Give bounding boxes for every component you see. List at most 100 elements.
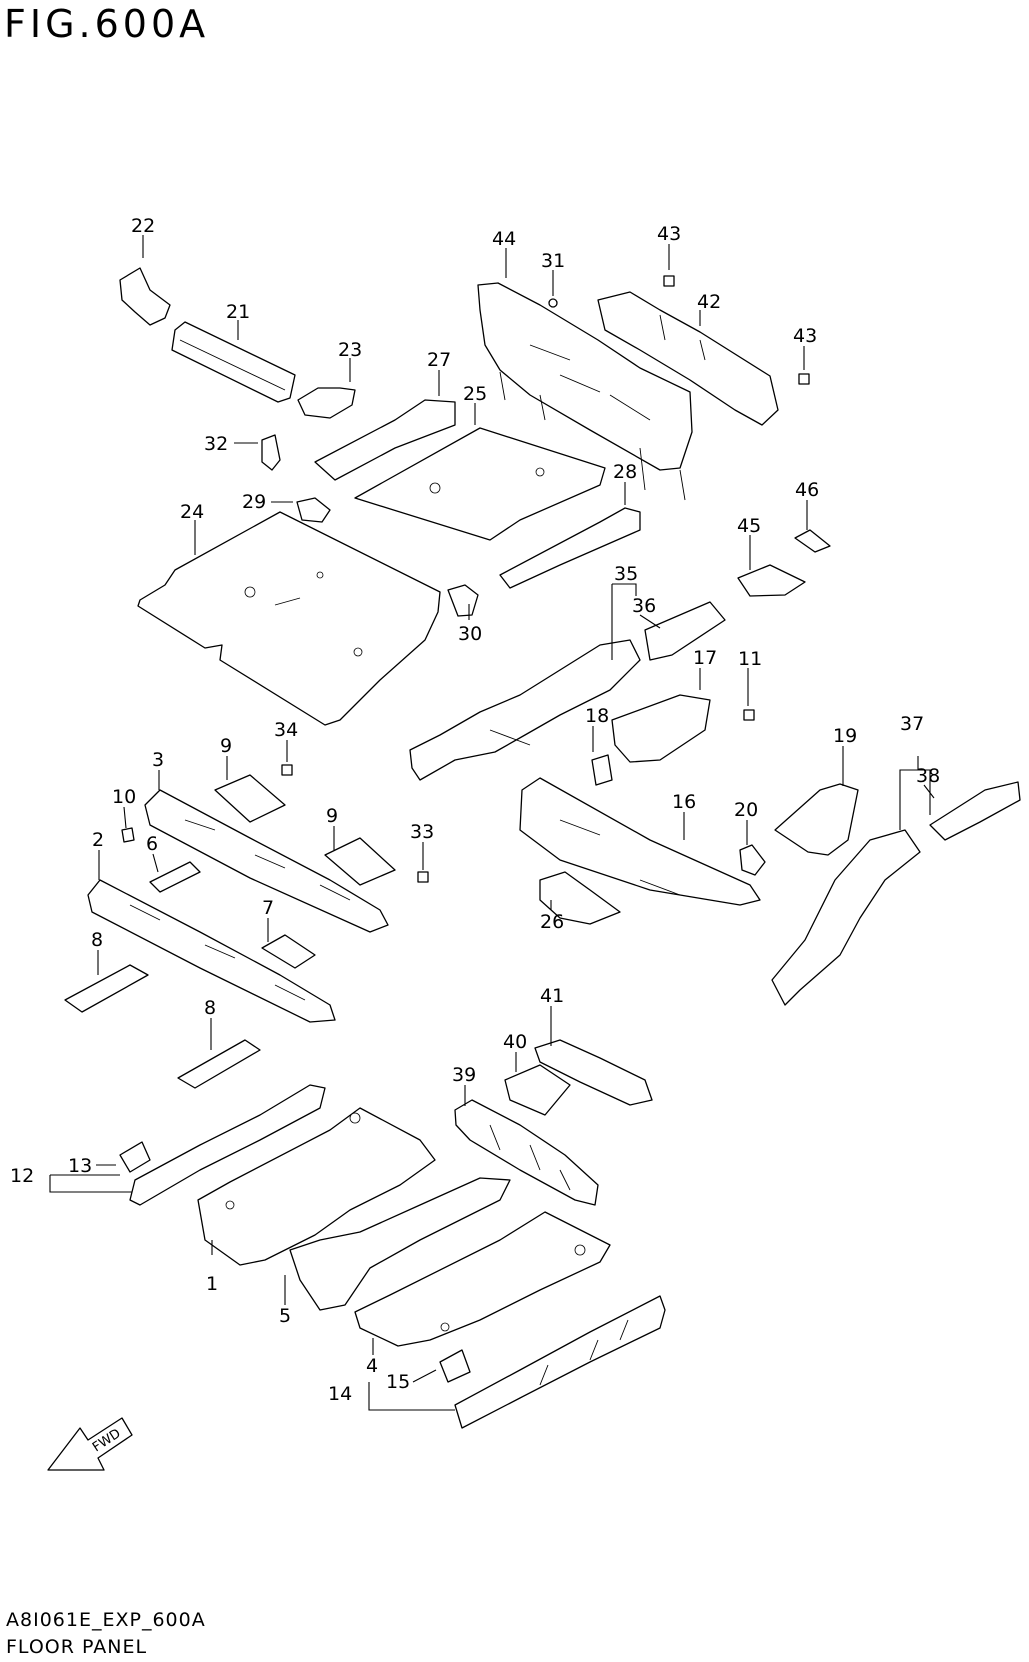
callout-12: 12 bbox=[10, 1165, 34, 1187]
callout-32: 32 bbox=[204, 433, 228, 455]
callout-15: 15 bbox=[386, 1371, 410, 1393]
callout-1: 1 bbox=[206, 1273, 218, 1295]
part-17-member bbox=[611, 694, 711, 763]
callout-9-top: 9 bbox=[220, 735, 232, 757]
callout-14: 14 bbox=[328, 1383, 352, 1405]
part-24-floor-panel-rear bbox=[137, 511, 441, 726]
callout-17: 17 bbox=[693, 647, 717, 669]
part-26-bracket bbox=[539, 871, 621, 925]
part-3-member bbox=[144, 789, 389, 933]
part-14-side-sill bbox=[454, 1295, 666, 1429]
part-27-member bbox=[314, 399, 456, 481]
part-30-bracket bbox=[447, 584, 479, 617]
part-25-floor-panel-mid bbox=[354, 427, 606, 541]
callout-43-top: 43 bbox=[657, 223, 681, 245]
callout-38: 38 bbox=[916, 765, 940, 787]
part-29-bracket bbox=[296, 497, 331, 523]
part-43-bolt-right bbox=[798, 373, 810, 385]
callout-44: 44 bbox=[492, 228, 516, 250]
part-16-cross-member bbox=[519, 777, 761, 906]
callout-29: 29 bbox=[242, 491, 266, 513]
callout-5: 5 bbox=[279, 1305, 291, 1327]
part-41-member bbox=[534, 1039, 653, 1106]
callout-30: 30 bbox=[458, 623, 482, 645]
callout-8-left: 8 bbox=[91, 929, 103, 951]
callout-36: 36 bbox=[632, 595, 656, 617]
leader-lines bbox=[49, 235, 935, 1411]
callout-7: 7 bbox=[262, 897, 274, 919]
part-44-cross-member bbox=[477, 282, 693, 501]
callout-37: 37 bbox=[900, 713, 924, 735]
callout-9-bottom: 9 bbox=[326, 805, 338, 827]
callout-39: 39 bbox=[452, 1064, 476, 1086]
callout-34: 34 bbox=[274, 719, 298, 741]
callout-2: 2 bbox=[92, 829, 104, 851]
part-34-bolt bbox=[281, 764, 293, 776]
part-5-tunnel bbox=[289, 1177, 511, 1311]
callout-4: 4 bbox=[366, 1355, 378, 1377]
part-32-bracket bbox=[261, 434, 281, 471]
part-2-member bbox=[87, 879, 336, 1023]
callout-19: 19 bbox=[833, 725, 857, 747]
part-15-bracket bbox=[439, 1349, 471, 1383]
callout-40: 40 bbox=[503, 1031, 527, 1053]
part-33-bolt bbox=[417, 871, 429, 883]
part-43-bolt-top bbox=[663, 275, 675, 287]
callout-24: 24 bbox=[180, 501, 204, 523]
part-42-bracket bbox=[597, 291, 779, 426]
part-11-bolt bbox=[743, 709, 755, 721]
fwd-arrow-icon: FWD bbox=[47, 1417, 133, 1471]
callout-26: 26 bbox=[540, 911, 564, 933]
figure-title: FIG.600A bbox=[4, 2, 210, 46]
part-35-side-member bbox=[409, 639, 641, 781]
callout-35: 35 bbox=[614, 563, 638, 585]
part-37-side-frame bbox=[771, 829, 921, 1006]
part-38-reinforcement bbox=[929, 781, 1021, 841]
callout-labels: 22 21 23 27 25 32 29 24 28 30 44 31 43 4… bbox=[10, 215, 940, 1405]
part-22-bracket bbox=[119, 267, 171, 326]
part-28-member bbox=[499, 507, 641, 589]
callout-6: 6 bbox=[146, 833, 158, 855]
callout-46: 46 bbox=[795, 479, 819, 501]
callout-20: 20 bbox=[734, 799, 758, 821]
drawing-code: A8I061E_EXP_600A bbox=[6, 1609, 206, 1631]
part-4-floor-panel-side bbox=[354, 1211, 611, 1347]
part-8-plate-b bbox=[177, 1039, 261, 1089]
callout-33: 33 bbox=[410, 821, 434, 843]
callout-23: 23 bbox=[338, 339, 362, 361]
part-40-bracket bbox=[504, 1064, 571, 1116]
part-45-bracket bbox=[737, 564, 806, 597]
callout-16: 16 bbox=[672, 791, 696, 813]
callout-27: 27 bbox=[427, 349, 451, 371]
part-9-plate-a bbox=[214, 774, 286, 823]
part-19-bracket bbox=[774, 783, 859, 856]
part-23-bracket bbox=[297, 387, 356, 419]
part-21-member bbox=[171, 321, 296, 403]
part-8-plate-a bbox=[64, 964, 149, 1013]
callout-41: 41 bbox=[540, 985, 564, 1007]
callout-42: 42 bbox=[697, 291, 721, 313]
part-1-floor-panel-front bbox=[197, 1107, 436, 1266]
part-12-side-sill bbox=[129, 1084, 326, 1206]
callout-22: 22 bbox=[131, 215, 155, 237]
callout-28: 28 bbox=[613, 461, 637, 483]
part-20-bracket bbox=[739, 844, 766, 876]
part-7-plate bbox=[261, 934, 316, 969]
callout-25: 25 bbox=[463, 383, 487, 405]
callout-13: 13 bbox=[68, 1155, 92, 1177]
drawing-name: FLOOR PANEL bbox=[6, 1636, 148, 1658]
part-13-bracket bbox=[119, 1141, 151, 1173]
part-31-nut bbox=[548, 298, 558, 308]
part-36-reinforcement bbox=[644, 601, 726, 661]
callout-11: 11 bbox=[738, 648, 762, 670]
part-9-plate-b bbox=[324, 837, 396, 886]
part-10-clip bbox=[121, 827, 135, 843]
callout-43-right: 43 bbox=[793, 325, 817, 347]
callout-31: 31 bbox=[541, 250, 565, 272]
callout-8-center: 8 bbox=[204, 997, 216, 1019]
callout-10: 10 bbox=[112, 786, 136, 808]
part-6-plate bbox=[149, 861, 201, 893]
callout-21: 21 bbox=[226, 301, 250, 323]
callout-3: 3 bbox=[152, 749, 164, 771]
